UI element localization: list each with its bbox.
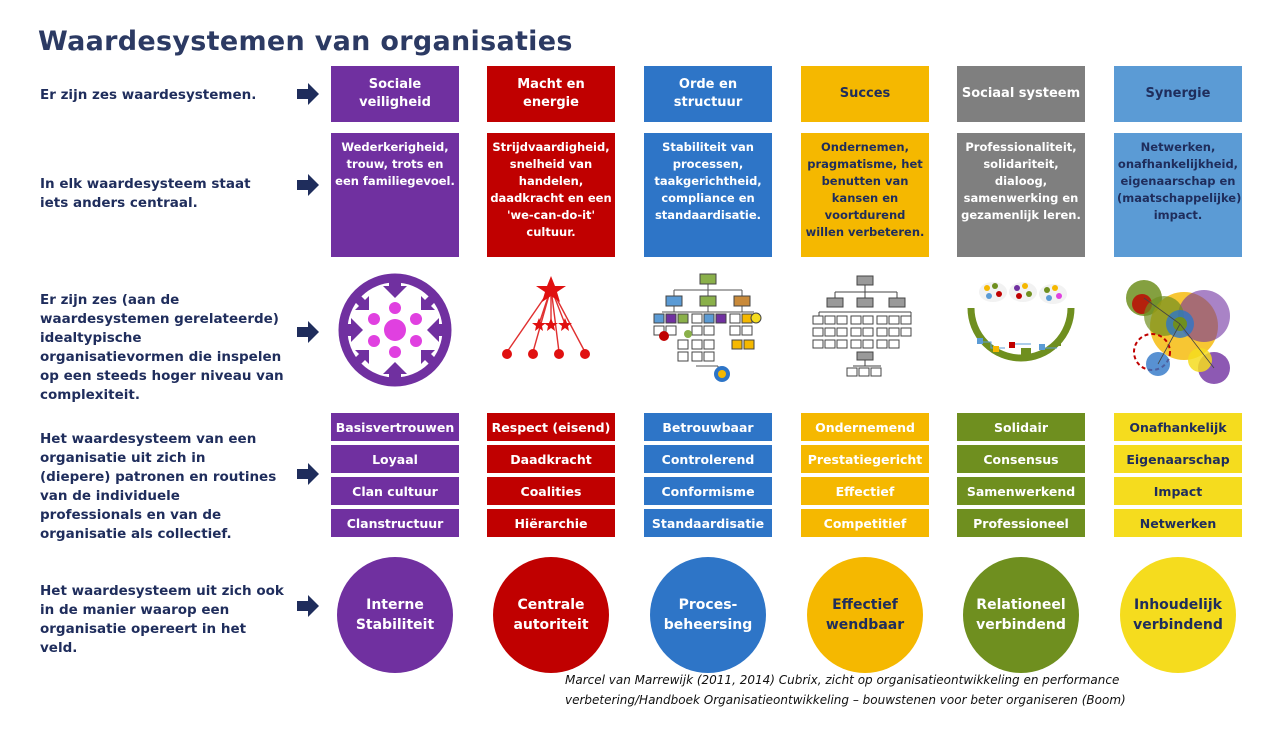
hierarchy-icon [812,275,912,377]
arrow-right-icon [297,595,319,617]
trait-cell: Impact [1114,477,1242,505]
arrow-right-icon [297,83,319,105]
row-label-3: Er zijn zes (aan de waardesystemen gerel… [40,292,284,403]
trait-cell: Professioneel [957,509,1085,537]
header-sociaal-systeem: Sociaal systeem [957,66,1085,122]
trait-cell: Eigenaarschap [1114,445,1242,473]
arrow-right-icon [297,463,319,485]
trait-stack-orde-en-structuur: Betrouwbaar Controlerend Conformisme Sta… [644,413,772,541]
circle-arrows-icon [338,273,452,387]
circle-inhoudelijk-verbindend: Inhoudelijk verbindend [1120,557,1236,673]
circle-procesbeheersing: Proces- beheersing [650,557,766,673]
description-sociaal-systeem: Professionaliteit, solidariteit, dialoog… [957,133,1085,257]
circle-relationeel-verbindend: Relationeel verbindend [963,557,1079,673]
trait-cell: Prestatiegericht [801,445,929,473]
trait-cell: Controlerend [644,445,772,473]
arrow-right-icon [297,174,319,196]
trait-stack-sociaal-systeem: Solidair Consensus Samenwerkend Professi… [957,413,1085,541]
trait-cell: Basisvertrouwen [331,413,459,441]
header-succes: Succes [801,66,929,122]
trait-cell: Clanstructuur [331,509,459,537]
header-orde-en-structuur: Orde en structuur [644,66,772,122]
circle-effectief-wendbaar: Effectief wendbaar [807,557,923,673]
trait-stack-sociale-veiligheid: Basisvertrouwen Loyaal Clan cultuur Clan… [331,413,459,541]
trait-cell: Loyaal [331,445,459,473]
arrow-right-icon [297,321,319,343]
citation: Marcel van Marrewijk (2011, 2014) Cubrix… [565,670,1255,710]
trait-stack-synergie: Onafhankelijk Eigenaarschap Impact Netwe… [1114,413,1242,541]
trait-cell: Hiërarchie [487,509,615,537]
description-sociale-veiligheid: Wederkerigheid, trouw, trots en een fami… [331,133,459,257]
trait-cell: Consensus [957,445,1085,473]
org-chart-icon [653,273,762,382]
trait-cell: Competitief [801,509,929,537]
circle-interne-stabiliteit: Interne Stabiliteit [337,557,453,673]
circle-centrale-autoriteit: Centrale autoriteit [493,557,609,673]
trait-cell: Betrouwbaar [644,413,772,441]
description-synergie: Netwerken, onafhankelijkheid, eigenaarsc… [1114,133,1242,257]
star-network-icon [502,276,590,359]
header-synergie: Synergie [1114,66,1242,122]
description-orde-en-structuur: Stabiliteit van processen, taakgerichthe… [644,133,772,257]
trait-cell: Ondernemend [801,413,929,441]
page-title: Waardesystemen van organisaties [38,26,573,57]
citation-line-1: Marcel van Marrewijk (2011, 2014) Cubrix… [565,673,1120,687]
citation-line-2: verbetering/Handboek Organisatieontwikke… [565,693,1126,707]
row-label-4: Het waardesysteem van een organisatie ui… [40,431,277,542]
trait-cell: Netwerken [1114,509,1242,537]
trait-cell: Conformisme [644,477,772,505]
description-macht-en-energie: Strijdvaardigheid, snelheid van handelen… [487,133,615,257]
row-label-2: In elk waardesysteem staat iets anders c… [40,176,251,211]
row-label-1: Er zijn zes waardesystemen. [40,87,257,103]
trait-stack-succes: Ondernemend Prestatiegericht Effectief C… [801,413,929,541]
network-bowl-icon [967,282,1075,362]
row-label-5: Het waardesysteem uit zich ook in de man… [40,583,284,656]
trait-cell: Onafhankelijk [1114,413,1242,441]
overlapping-circles-icon [1126,280,1230,384]
trait-cell: Solidair [957,413,1085,441]
trait-cell: Respect (eisend) [487,413,615,441]
trait-cell: Samenwerkend [957,477,1085,505]
trait-cell: Effectief [801,477,929,505]
trait-cell: Standaardisatie [644,509,772,537]
trait-cell: Coalities [487,477,615,505]
trait-cell: Daadkracht [487,445,615,473]
trait-cell: Clan cultuur [331,477,459,505]
header-macht-en-energie: Macht en energie [487,66,615,122]
header-sociale-veiligheid: Sociale veiligheid [331,66,459,122]
trait-stack-macht-en-energie: Respect (eisend) Daadkracht Coalities Hi… [487,413,615,541]
description-succes: Ondernemen, pragmatisme, het benutten va… [801,133,929,257]
